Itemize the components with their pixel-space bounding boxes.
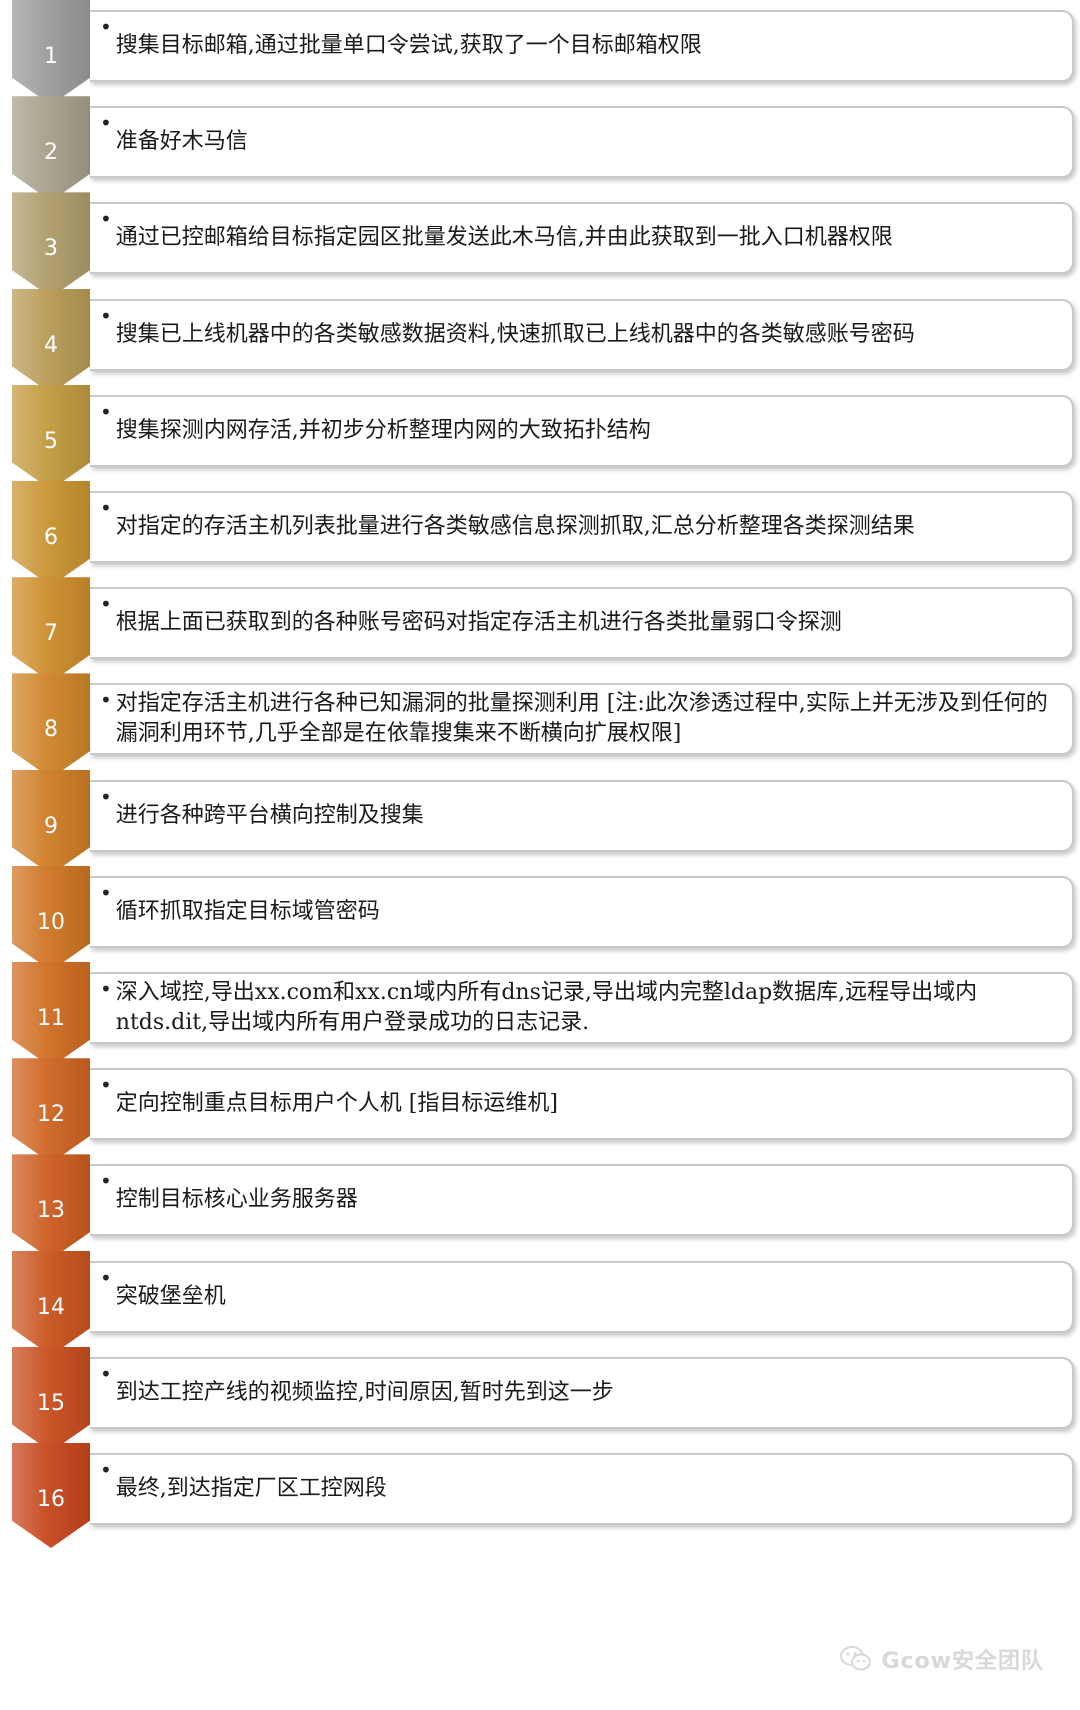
process-step: 9 •进行各种跨平台横向控制及搜集 xyxy=(0,769,1080,875)
step-text: 最终,到达指定厂区工控网段 xyxy=(115,1476,387,1501)
step-card: •到达工控产线的视频监控,时间原因,暂时先到这一步 xyxy=(90,1356,1074,1429)
bullet-icon: • xyxy=(100,592,112,617)
bullet-icon: • xyxy=(100,688,112,713)
step-number: 14 xyxy=(37,1294,65,1320)
step-number: 10 xyxy=(37,909,65,935)
bullet-icon: • xyxy=(100,1073,112,1098)
bullet-icon: • xyxy=(100,207,112,232)
step-text: 突破堡垒机 xyxy=(115,1283,226,1309)
step-number: 11 xyxy=(37,1006,65,1031)
process-step: 6 •对指定的存活主机列表批量进行各类敏感信息探测抓取,汇总分析整理各类探测结果 xyxy=(0,481,1080,586)
step-text: 定向控制重点目标用户个人机 [指目标运维机] xyxy=(115,1091,558,1117)
bullet-icon: • xyxy=(100,496,112,520)
step-card: •定向控制重点目标用户个人机 [指目标运维机] xyxy=(90,1068,1074,1141)
process-step: 16 •最终,到达指定厂区工控网段 xyxy=(0,1443,1080,1548)
step-text: 控制目标核心业务服务器 xyxy=(115,1187,358,1213)
step-number: 16 xyxy=(37,1487,65,1512)
process-step: 1 •搜集目标邮箱,通过批量单口令尝试,获取了一个目标邮箱权限 xyxy=(0,0,1080,105)
step-number: 1 xyxy=(44,44,58,69)
bullet-icon: • xyxy=(100,784,112,809)
step-card: •通过已控邮箱给目标指定园区批量发送此木马信,并由此获取到一批入口机器权限 xyxy=(90,202,1074,275)
watermark: Gcow安全团队 xyxy=(839,1643,1044,1675)
process-step: 14 •突破堡垒机 xyxy=(0,1250,1080,1356)
step-number: 4 xyxy=(44,332,58,358)
step-text: 深入域控,导出xx.com和xx.cn域内所有dns记录,导出域内完整ldap数… xyxy=(115,980,978,1035)
process-step: 15 •到达工控产线的视频监控,时间原因,暂时先到这一步 xyxy=(0,1346,1080,1452)
step-number: 2 xyxy=(44,140,58,166)
bullet-icon: • xyxy=(100,880,112,905)
step-text: 对指定存活主机进行各种已知漏洞的批量探测利用 [注:此次渗透过程中,实际上并无涉… xyxy=(115,691,1048,747)
step-text: 循环抓取指定目标域管密码 xyxy=(115,898,380,924)
step-card: •突破堡垒机 xyxy=(90,1260,1074,1333)
step-card: •控制目标核心业务服务器 xyxy=(90,1164,1074,1237)
bullet-icon: • xyxy=(100,111,112,136)
step-card: •循环抓取指定目标域管密码 xyxy=(90,875,1074,948)
step-card: •进行各种跨平台横向控制及搜集 xyxy=(90,779,1074,852)
step-number: 13 xyxy=(37,1198,65,1224)
wechat-icon xyxy=(840,1646,872,1671)
step-number: 15 xyxy=(37,1390,65,1416)
step-text: 准备好木马信 xyxy=(115,129,248,155)
process-step: 11 •深入域控,导出xx.com和xx.cn域内所有dns记录,导出域内完整ld… xyxy=(0,962,1080,1067)
bullet-icon: • xyxy=(100,1265,112,1290)
bullet-icon: • xyxy=(100,303,112,328)
step-number: 12 xyxy=(37,1102,65,1128)
process-step: 12 •定向控制重点目标用户个人机 [指目标运维机] xyxy=(0,1058,1080,1164)
step-text: 根据上面已获取到的各种账号密码对指定存活主机进行各类批量弱口令探测 xyxy=(115,610,842,636)
step-card: •对指定存活主机进行各种已知漏洞的批量探测利用 [注:此次渗透过程中,实际上并无… xyxy=(90,683,1074,756)
step-text: 进行各种跨平台横向控制及搜集 xyxy=(115,802,424,828)
step-card: •准备好木马信 xyxy=(90,106,1074,179)
bullet-icon: • xyxy=(100,1169,112,1194)
step-card: •最终,到达指定厂区工控网段 xyxy=(90,1453,1074,1525)
step-text: 搜集目标邮箱,通过批量单口令尝试,获取了一个目标邮箱权限 xyxy=(115,33,702,58)
step-text: 通过已控邮箱给目标指定园区批量发送此木马信,并由此获取到一批入口机器权限 xyxy=(115,225,893,251)
step-card: •根据上面已获取到的各种账号密码对指定存活主机进行各类批量弱口令探测 xyxy=(90,587,1074,660)
bullet-icon: • xyxy=(100,1458,112,1482)
process-step: 2 •准备好木马信 xyxy=(0,96,1080,202)
step-number: 8 xyxy=(44,717,58,743)
process-step: 7 •根据上面已获取到的各种账号密码对指定存活主机进行各类批量弱口令探测 xyxy=(0,577,1080,683)
bullet-icon: • xyxy=(100,399,112,424)
step-number: 7 xyxy=(44,621,58,647)
step-card: •搜集已上线机器中的各类敏感数据资料,快速抓取已上线机器中的各类敏感账号密码 xyxy=(90,298,1074,371)
step-number: 6 xyxy=(44,525,58,550)
step-number: 5 xyxy=(44,428,58,454)
step-text: 搜集已上线机器中的各类敏感数据资料,快速抓取已上线机器中的各类敏感账号密码 xyxy=(115,321,915,347)
step-card: •搜集目标邮箱,通过批量单口令尝试,获取了一个目标邮箱权限 xyxy=(90,10,1074,82)
step-text: 搜集探测内网存活,并初步分析整理内网的大致拓扑结构 xyxy=(115,417,651,443)
process-step: 10 •循环抓取指定目标域管密码 xyxy=(0,865,1080,971)
step-card: •对指定的存活主机列表批量进行各类敏感信息探测抓取,汇总分析整理各类探测结果 xyxy=(90,491,1074,563)
process-step: 13 •控制目标核心业务服务器 xyxy=(0,1154,1080,1260)
process-step: 5 •搜集探测内网存活,并初步分析整理内网的大致拓扑结构 xyxy=(0,384,1080,490)
process-step: 4 •搜集已上线机器中的各类敏感数据资料,快速抓取已上线机器中的各类敏感账号密码 xyxy=(0,288,1080,394)
step-number: 3 xyxy=(44,236,58,262)
bullet-icon: • xyxy=(100,1361,112,1386)
watermark-text: Gcow安全团队 xyxy=(881,1649,1044,1674)
step-card: •深入域控,导出xx.com和xx.cn域内所有dns记录,导出域内完整ldap… xyxy=(90,972,1074,1044)
process-step: 3 •通过已控邮箱给目标指定园区批量发送此木马信,并由此获取到一批入口机器权限 xyxy=(0,192,1080,298)
step-text: 到达工控产线的视频监控,时间原因,暂时先到这一步 xyxy=(115,1379,614,1405)
process-step: 8 •对指定存活主机进行各种已知漏洞的批量探测利用 [注:此次渗透过程中,实际上并… xyxy=(0,673,1080,779)
step-card: •搜集探测内网存活,并初步分析整理内网的大致拓扑结构 xyxy=(90,394,1074,467)
bullet-icon: • xyxy=(100,977,112,1001)
step-number: 9 xyxy=(44,813,58,839)
step-text: 对指定的存活主机列表批量进行各类敏感信息探测抓取,汇总分析整理各类探测结果 xyxy=(115,514,915,539)
bullet-icon: • xyxy=(100,15,112,39)
